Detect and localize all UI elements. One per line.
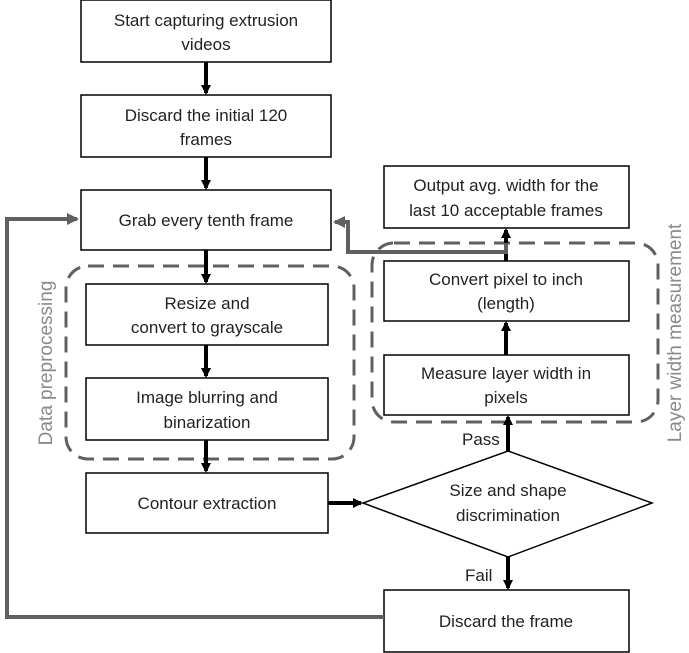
measure-width-node: Measure layer width in pixels	[383, 354, 630, 416]
svg-text:Size and shape: Size and shape	[449, 481, 566, 500]
svg-text:videos: videos	[181, 35, 230, 54]
svg-text:Measure layer width in: Measure layer width in	[421, 364, 591, 383]
svg-text:Discard the initial 120: Discard the initial 120	[125, 106, 288, 125]
blur-binarize-node: Image blurring and binarization	[85, 377, 329, 441]
measurement-group-label: Layer width measurement	[665, 223, 686, 442]
svg-text:pixels: pixels	[484, 388, 527, 407]
loop-arrow-discard-to-grab	[5, 213, 384, 619]
discard-frame-node: Discard the frame	[383, 589, 630, 653]
svg-text:frames: frames	[180, 130, 232, 149]
preprocessing-group-border	[64, 264, 356, 461]
svg-text:convert to grayscale: convert to grayscale	[131, 318, 283, 337]
svg-text:Discard the frame: Discard the frame	[439, 612, 573, 631]
discard-initial-frames-node: Discard the initial 120 frames	[80, 94, 332, 158]
svg-text:binarization: binarization	[164, 413, 251, 432]
grab-frame-node: Grab every tenth frame	[80, 189, 332, 251]
fail-label: Fail	[465, 566, 492, 585]
svg-text:last 10 acceptable frames: last 10 acceptable frames	[409, 201, 603, 220]
svg-text:Grab every tenth frame: Grab every tenth frame	[119, 211, 294, 230]
svg-text:(length): (length)	[477, 294, 535, 313]
pass-label: Pass	[462, 430, 500, 449]
start-node: Start capturing extrusion videos	[80, 0, 332, 63]
svg-text:Image blurring and: Image blurring and	[136, 388, 278, 407]
svg-text:Resize and: Resize and	[164, 294, 249, 313]
loop-arrow-output-to-grab	[333, 216, 508, 254]
resize-grayscale-node: Resize and convert to grayscale	[85, 283, 329, 346]
svg-text:Start capturing extrusion: Start capturing extrusion	[114, 11, 298, 30]
svg-text:Contour extraction: Contour extraction	[138, 494, 277, 513]
svg-text:Convert pixel to inch: Convert pixel to inch	[429, 270, 583, 289]
svg-text:discrimination: discrimination	[456, 506, 560, 525]
discrimination-decision-node: Size and shape discrimination	[360, 450, 655, 558]
convert-pixel-node: Convert pixel to inch (length)	[383, 260, 630, 322]
measurement-group-border	[370, 241, 660, 424]
contour-extraction-node: Contour extraction	[85, 472, 329, 534]
output-width-node: Output avg. width for the last 10 accept…	[383, 165, 630, 229]
preprocessing-group-label: Data preprocessing	[36, 281, 57, 446]
svg-text:Output avg. width for the: Output avg. width for the	[413, 176, 598, 195]
